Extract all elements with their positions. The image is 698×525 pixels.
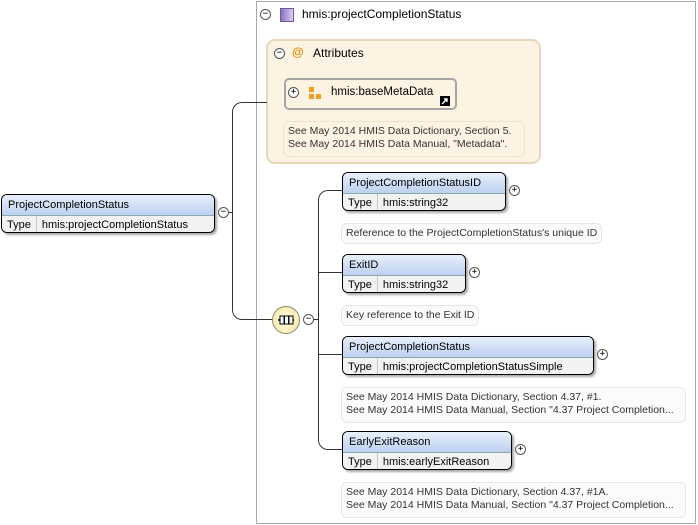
- child-element-box-4[interactable]: EarlyExitReason Type hmis:earlyExitReaso…: [342, 431, 512, 470]
- child-doc-line2-4: See May 2014 HMIS Data Manual, Section "…: [346, 499, 674, 511]
- attributes-doc-line2: See May 2014 HMIS Data Manual, "Metadata…: [288, 138, 508, 150]
- attributes-collapse-toggle[interactable]: −: [274, 48, 285, 59]
- connector-root-to-sequence: [232, 212, 273, 320]
- root-element-type-label: Type: [2, 216, 37, 232]
- root-element-type-value: hmis:projectCompletionStatus: [41, 219, 188, 231]
- child-expand-toggle-4[interactable]: +: [515, 444, 526, 455]
- root-element-collapse-toggle[interactable]: −: [218, 207, 229, 218]
- connector-root-trunk: [229, 212, 232, 214]
- reference-arrow-icon: [440, 96, 450, 106]
- child-documentation-4: See May 2014 HMIS Data Dictionary, Secti…: [341, 482, 686, 518]
- child-doc-line1-4: See May 2014 HMIS Data Dictionary, Secti…: [346, 486, 609, 498]
- child-expand-toggle-3[interactable]: +: [597, 349, 608, 360]
- connector-seq-to-child-2: [318, 272, 342, 274]
- child-doc-line1-2: Key reference to the Exit ID: [346, 309, 475, 321]
- child-element-box-2[interactable]: ExitID Type hmis:string32: [342, 254, 466, 293]
- child-doc-line1-3: See May 2014 HMIS Data Dictionary, Secti…: [346, 391, 602, 403]
- complex-type-icon: [280, 8, 294, 22]
- complex-type-collapse-toggle[interactable]: −: [260, 9, 271, 20]
- attribute-group-expand-toggle[interactable]: +: [288, 87, 299, 98]
- sequence-collapse-toggle[interactable]: −: [303, 314, 314, 325]
- child-element-type-value-1: hmis:string32: [382, 197, 449, 209]
- attribute-at-icon: @: [292, 45, 304, 59]
- child-element-name-1: ProjectCompletionStatusID: [343, 173, 505, 194]
- attributes-doc-line1: See May 2014 HMIS Data Dictionary, Secti…: [288, 125, 512, 137]
- attributes-documentation: See May 2014 HMIS Data Dictionary, Secti…: [283, 121, 525, 157]
- child-element-name-2: ExitID: [343, 255, 465, 276]
- child-element-box-3[interactable]: ProjectCompletionStatus Type hmis:projec…: [342, 336, 594, 375]
- child-element-name-4: EarlyExitReason: [343, 432, 511, 453]
- child-element-type-label-2: Type: [343, 276, 378, 292]
- child-element-type-value-3: hmis:projectCompletionStatusSimple: [382, 361, 563, 373]
- root-element-name: ProjectCompletionStatus: [2, 195, 214, 216]
- child-element-type-label-3: Type: [343, 358, 378, 374]
- connector-seq-to-child-3: [318, 354, 342, 356]
- child-element-type-label-1: Type: [343, 194, 378, 210]
- child-documentation-3: See May 2014 HMIS Data Dictionary, Secti…: [341, 387, 686, 423]
- sequence-compositor-icon[interactable]: [272, 306, 300, 334]
- child-element-box-1[interactable]: ProjectCompletionStatusID Type hmis:stri…: [342, 172, 506, 211]
- child-expand-toggle-2[interactable]: +: [469, 267, 480, 278]
- child-doc-line2-3: See May 2014 HMIS Data Manual, Section "…: [346, 404, 674, 416]
- child-element-type-value-4: hmis:earlyExitReason: [382, 456, 490, 468]
- child-element-type-label-4: Type: [343, 453, 378, 469]
- attributes-title: Attributes: [313, 46, 364, 60]
- child-element-name-3: ProjectCompletionStatus: [343, 337, 593, 358]
- child-documentation-2: Key reference to the Exit ID: [341, 305, 480, 326]
- attribute-group-icon: [308, 86, 322, 100]
- connector-seq-to-child-4: [318, 319, 343, 450]
- child-documentation-1: Reference to the ProjectCompletionStatus…: [341, 223, 603, 244]
- complex-type-name: hmis:projectCompletionStatus: [302, 7, 462, 21]
- child-element-type-value-2: hmis:string32: [382, 279, 449, 291]
- connector-root-to-attributes: [232, 102, 267, 213]
- child-doc-line1-1: Reference to the ProjectCompletionStatus…: [346, 227, 598, 239]
- root-element-box[interactable]: ProjectCompletionStatus Type hmis:projec…: [1, 194, 215, 233]
- child-expand-toggle-1[interactable]: +: [509, 185, 520, 196]
- connector-sequence-trunk: [314, 319, 318, 321]
- attribute-group-name: hmis:baseMetaData: [331, 86, 434, 98]
- connector-seq-to-child-1: [318, 190, 343, 320]
